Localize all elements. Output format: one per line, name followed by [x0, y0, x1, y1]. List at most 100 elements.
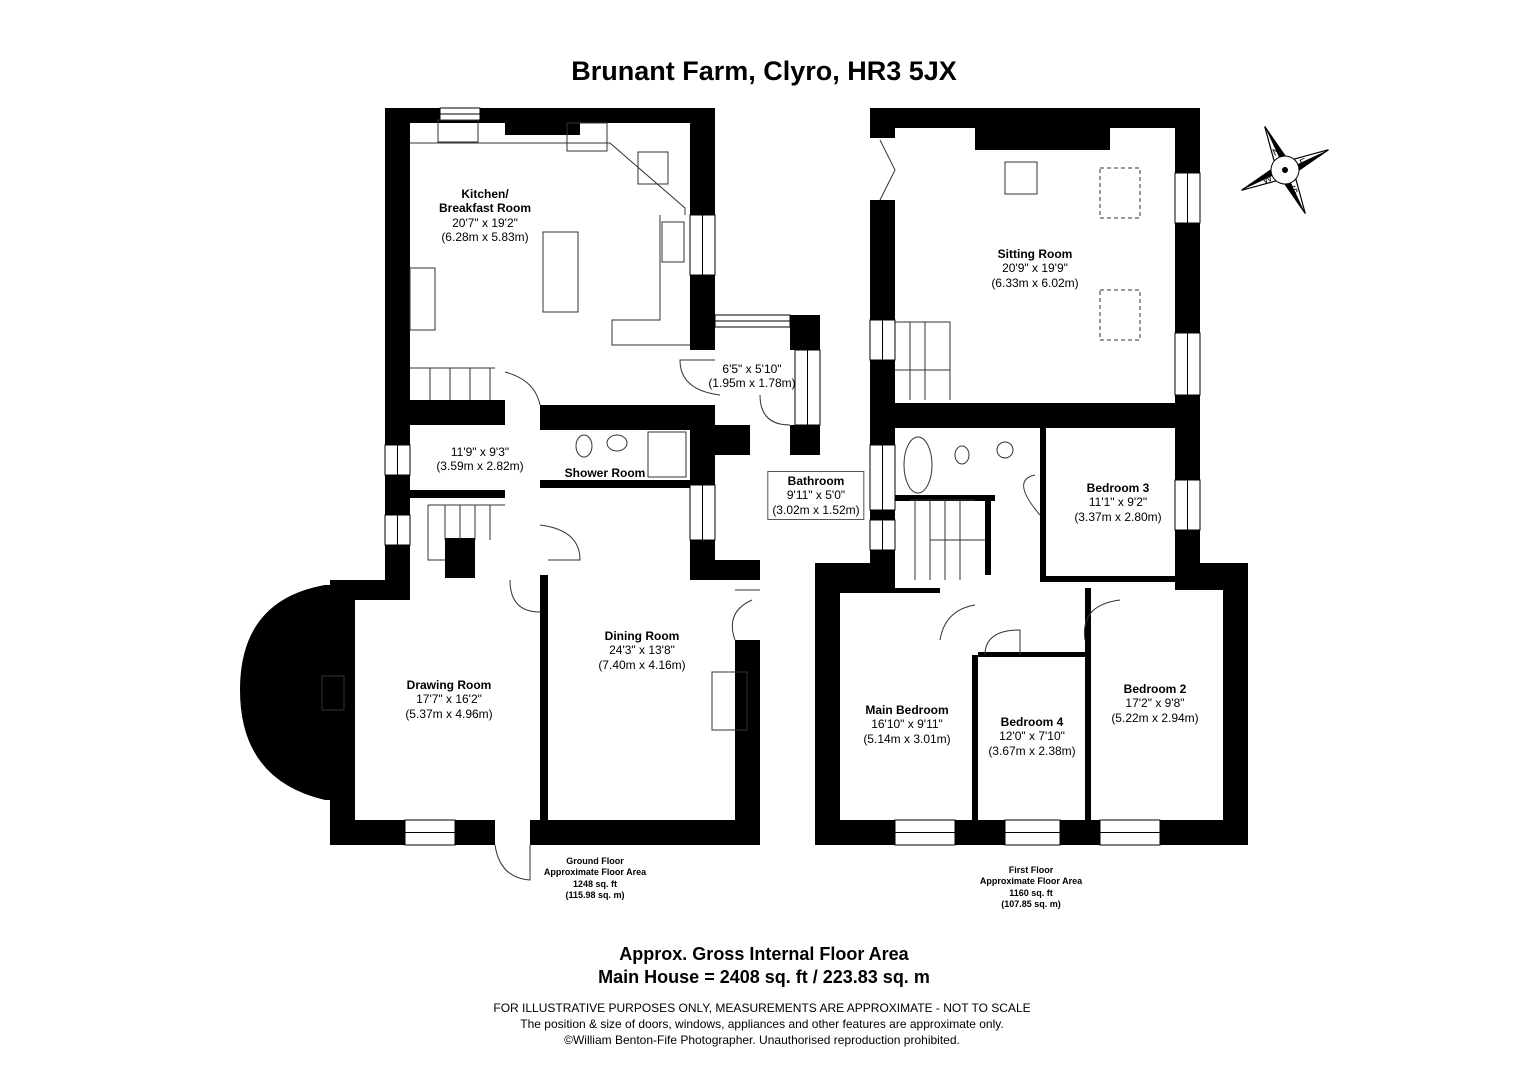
room-name: Kitchen/ [461, 187, 509, 201]
wall [330, 820, 405, 845]
wall [1040, 576, 1200, 582]
floor-area-label: Approximate Floor Area [543, 867, 647, 878]
sink [437, 119, 479, 143]
room-name: Shower Room [564, 466, 646, 480]
room-dimensions-imperial: 20'7" x 19'2" [452, 215, 518, 230]
disclaimer: FOR ILLUSTRATIVE PURPOSES ONLY, MEASUREM… [493, 1000, 1030, 1049]
room-dimensions-metric: (3.37m x 2.80m) [1074, 509, 1162, 524]
wall [540, 480, 715, 488]
room-name: Bedroom 3 [1086, 481, 1150, 495]
wall [790, 425, 820, 455]
room-dimensions-imperial: 17'2" x 9'8" [1125, 696, 1185, 711]
wall [385, 108, 410, 405]
wall [385, 545, 410, 580]
walls [240, 108, 1248, 845]
room-name: Drawing Room [406, 678, 492, 692]
room-name: Main Bedroom [865, 703, 949, 717]
room-dimensions-imperial: 20'9" x 19'9" [1002, 261, 1068, 276]
wall [840, 588, 940, 593]
wall [690, 275, 715, 350]
gross-area-value: Main House = 2408 sq. ft / 223.83 sq. m [598, 966, 930, 987]
door-swing [494, 844, 531, 881]
wall [1175, 223, 1200, 333]
wall [895, 495, 995, 501]
gross-area-title: Approx. Gross Internal Floor Area [619, 944, 909, 964]
room-dimensions-metric: (3.67m x 2.38m) [988, 743, 1076, 758]
room-dimensions-imperial: 6'5" x 5'10" [722, 362, 782, 376]
basin [996, 441, 1014, 459]
wall [815, 563, 840, 845]
wall [505, 123, 580, 135]
room-dimensions-imperial: 24'3" x 13'8" [609, 643, 675, 658]
wall [690, 430, 715, 455]
wall [385, 475, 410, 515]
kitchen-island [542, 231, 579, 313]
door-swing [679, 359, 721, 396]
wall [870, 360, 895, 445]
room-dimensions-imperial: 9'11" x 5'0" [786, 488, 846, 503]
room-dimensions-imperial: 17'7" x 16'2" [416, 692, 482, 707]
floor-area-sqm: (115.98 sq. m) [565, 889, 625, 900]
room-name: Dining Room [604, 629, 680, 643]
wall [870, 510, 895, 520]
folding-door [879, 139, 896, 201]
room-name: Bedroom 4 [1000, 715, 1064, 729]
wall [715, 560, 760, 580]
room-label-drawing-room: Drawing Room 17'7" x 16'2" (5.37m x 4.96… [405, 678, 492, 721]
room-label-bedroom-4: Bedroom 4 12'0" x 7'10" (3.67m x 2.38m) [988, 715, 1075, 758]
rooflight [1099, 167, 1141, 219]
svg-text:N: N [1271, 146, 1282, 159]
room-dimensions-metric: (6.33m x 6.02m) [991, 275, 1079, 290]
floor-label: Ground Floor [566, 856, 624, 866]
room-name: Bathroom [787, 474, 845, 488]
wall [445, 538, 475, 578]
wall [385, 400, 505, 425]
door-swing [1083, 599, 1121, 641]
wall [1223, 563, 1248, 845]
fireplace [321, 675, 345, 711]
door-swing [984, 629, 1021, 656]
wall [1040, 428, 1046, 580]
wall [972, 655, 978, 820]
room-label-porch: 6'5" x 5'10" (1.95m x 1.78m) [708, 362, 795, 391]
room-dimensions-imperial: 12'0" x 7'10" [999, 729, 1065, 744]
fireplace [711, 671, 748, 731]
bay-window-wall [240, 585, 355, 800]
floor-area-sqft: 1248 sq. ft [572, 878, 618, 889]
room-label-shower-room: Shower Room [564, 466, 646, 481]
wall [870, 108, 895, 138]
rooflight [1099, 289, 1141, 341]
staircase [427, 504, 505, 561]
room-label-sitting-room: Sitting Room 20'9" x 19'9" (6.33m x 6.02… [991, 247, 1078, 290]
staircase [910, 499, 985, 580]
room-name: Bedroom 2 [1123, 682, 1187, 696]
wall [955, 820, 1005, 845]
room-name: Breakfast Room [438, 201, 532, 216]
shower-tray [647, 431, 687, 478]
room-dimensions-metric: (1.95m x 1.78m) [708, 376, 796, 391]
room-dimensions-metric: (5.14m x 3.01m) [863, 731, 951, 746]
door-swing [1023, 474, 1041, 516]
room-label-main-bedroom: Main Bedroom 16'10" x 9'11" (5.14m x 3.0… [863, 703, 950, 746]
page-title: Brunant Farm, Clyro, HR3 5JX [571, 56, 957, 86]
wall [790, 315, 820, 350]
toilet [575, 434, 593, 458]
wall [895, 403, 1200, 428]
disclaimer-line: The position & size of doors, windows, a… [520, 1017, 1004, 1032]
door-swing [939, 604, 976, 641]
windows [384, 107, 1201, 846]
svg-text:S: S [1289, 184, 1300, 197]
wall [530, 820, 760, 845]
wall [815, 820, 895, 845]
rooflight [1004, 161, 1038, 195]
wall [870, 108, 1200, 128]
wall [978, 652, 1088, 657]
door-swing [504, 371, 541, 406]
wall [985, 495, 991, 575]
floor-area-sqm: (107.85 sq. m) [1001, 898, 1061, 909]
wall [385, 425, 410, 445]
copyright-line: ©William Benton-Fife Photographer. Unaut… [564, 1033, 960, 1048]
room-name: Sitting Room [997, 247, 1073, 261]
wall [540, 405, 715, 430]
